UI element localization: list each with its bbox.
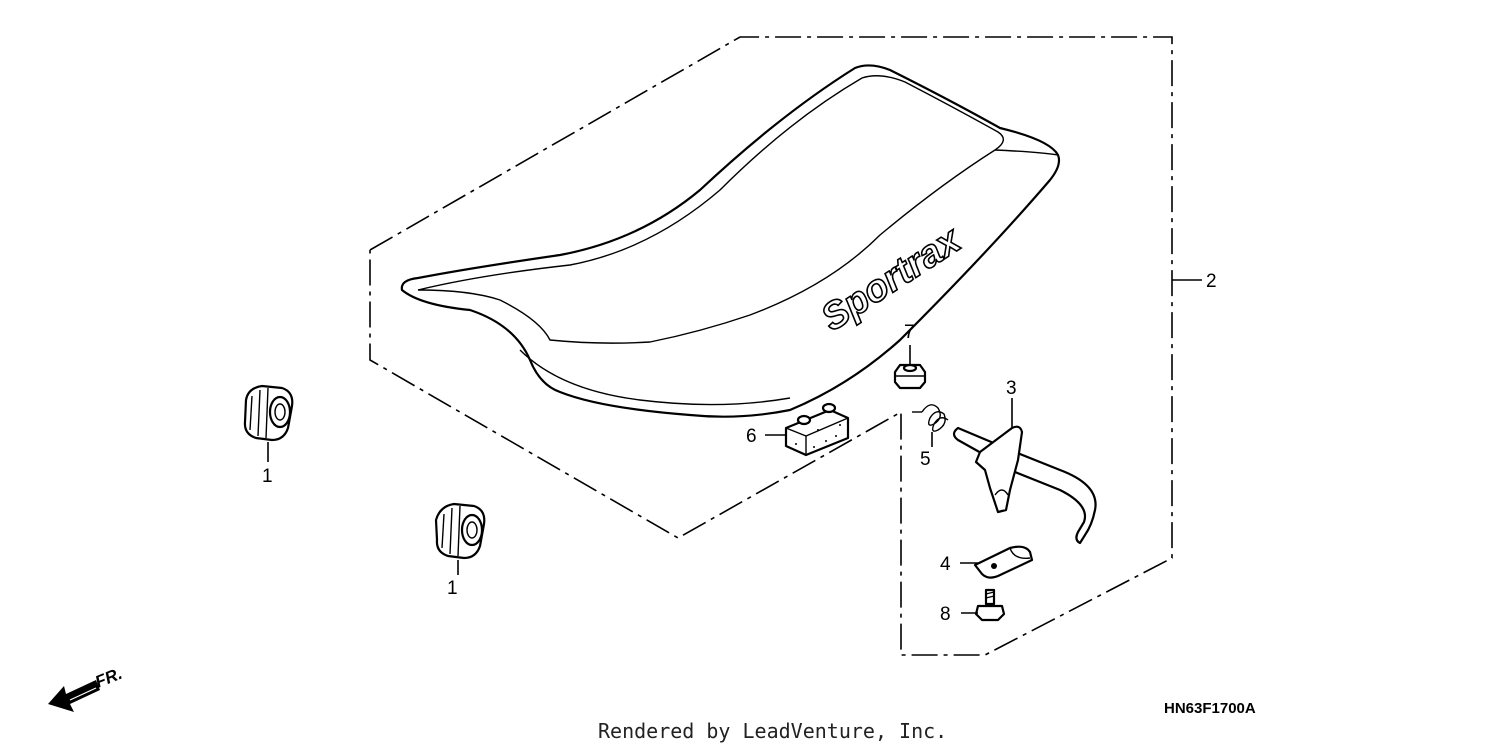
callout-6: 6	[746, 426, 757, 447]
part-5-spring[interactable]	[912, 404, 949, 432]
footer-credit: Rendered by LeadVenture, Inc.	[598, 719, 947, 743]
part-7-nut[interactable]	[893, 363, 927, 390]
part-1-collar-lower[interactable]	[434, 502, 486, 560]
callout-5: 5	[920, 449, 931, 470]
callout-2: 2	[1206, 271, 1217, 292]
diagram-code: HN63F1700A	[1164, 700, 1256, 717]
assembly-outline	[369, 36, 1173, 656]
callout-7: 7	[904, 322, 915, 343]
front-arrow-icon: FR.	[48, 664, 125, 712]
part-4-clip[interactable]	[973, 545, 1034, 579]
callout-3: 3	[1006, 378, 1017, 399]
part-8-bolt[interactable]	[974, 588, 1006, 622]
part-6-cushion[interactable]	[784, 402, 850, 457]
callout-1b: 1	[447, 578, 458, 599]
part-3-lock-lever[interactable]	[952, 425, 1097, 545]
part-1-collar-upper[interactable]	[243, 384, 294, 442]
callout-1a: 1	[262, 466, 273, 487]
seat-assembly[interactable]: Sportrax	[400, 64, 1061, 418]
callout-8: 8	[940, 604, 951, 625]
callout-4: 4	[940, 554, 951, 575]
front-label: FR.	[92, 664, 125, 692]
